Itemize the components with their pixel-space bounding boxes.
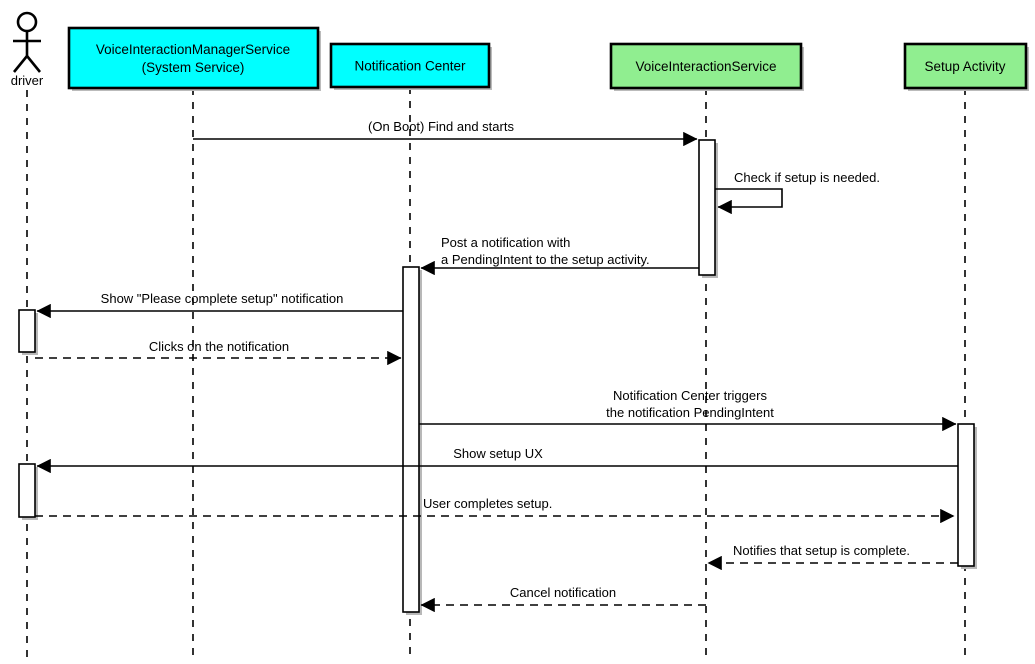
message-label: Post a notification with — [441, 235, 570, 250]
message-m2[interactable]: Check if setup is needed. — [715, 170, 880, 215]
participant-sublabel: (System Service) — [142, 60, 245, 75]
message-m10[interactable]: Cancel notification — [420, 585, 706, 613]
message-m4[interactable]: Show "Please complete setup" notificatio… — [36, 291, 403, 319]
message-label-line2: the notification PendingIntent — [606, 405, 774, 420]
activation-bars-group — [18, 139, 977, 615]
message-label: Check if setup is needed. — [734, 170, 880, 185]
message-m5[interactable]: Clicks on the notification — [35, 339, 402, 366]
participant-setup[interactable]: Setup Activity — [903, 42, 1029, 91]
message-label: Show "Please complete setup" notificatio… — [101, 291, 344, 306]
message-label: Clicks on the notification — [149, 339, 289, 354]
actor-head-icon — [16, 11, 38, 33]
message-self-arrow — [715, 188, 783, 215]
message-m7[interactable]: Show setup UX — [36, 446, 958, 474]
message-label: Show setup UX — [453, 446, 543, 461]
driver-activation-1 — [18, 309, 36, 353]
participant-label: Setup Activity — [924, 59, 1005, 74]
participant-driver[interactable]: driver — [11, 11, 44, 88]
message-label: Cancel notification — [510, 585, 616, 600]
message-label: (On Boot) Find and starts — [368, 119, 514, 134]
message-m6[interactable]: Notification Center triggers the notifica… — [419, 388, 957, 432]
vis-activation — [698, 139, 716, 276]
participant-notif[interactable]: Notification Center — [329, 42, 492, 90]
participant-label: VoiceInteractionService — [635, 59, 776, 74]
actor-leg-right-icon — [25, 55, 42, 73]
participant-vims[interactable]: VoiceInteractionManagerService (System Se… — [67, 26, 321, 91]
notif-activation — [402, 266, 420, 613]
setup-activation — [957, 423, 975, 567]
message-m3[interactable]: Post a notification with a PendingIntent … — [420, 235, 699, 276]
participant-label: Notification Center — [354, 59, 466, 74]
message-m8[interactable]: User completes setup. — [35, 496, 955, 524]
driver-activation-2 — [18, 463, 36, 518]
participant-box[interactable] — [903, 42, 1028, 90]
participant-vis[interactable]: VoiceInteractionService — [609, 42, 804, 91]
message-m9[interactable]: Notifies that setup is complete. — [707, 543, 958, 571]
participant-box[interactable] — [67, 26, 320, 90]
actor-label: driver — [11, 73, 44, 88]
participant-label: VoiceInteractionManagerService — [96, 42, 290, 57]
participant-box[interactable] — [329, 42, 491, 89]
message-label-line2: a PendingIntent to the setup activity. — [441, 252, 650, 267]
message-m1[interactable]: (On Boot) Find and starts — [193, 119, 698, 147]
message-label: Notification Center triggers — [613, 388, 767, 403]
participant-boxes-group: driver VoiceInteractionManagerService (Sys… — [11, 11, 1029, 91]
message-label: Notifies that setup is complete. — [733, 543, 910, 558]
message-label: User completes setup. — [423, 496, 552, 511]
participant-box[interactable] — [609, 42, 803, 90]
actor-leg-left-icon — [12, 55, 29, 73]
